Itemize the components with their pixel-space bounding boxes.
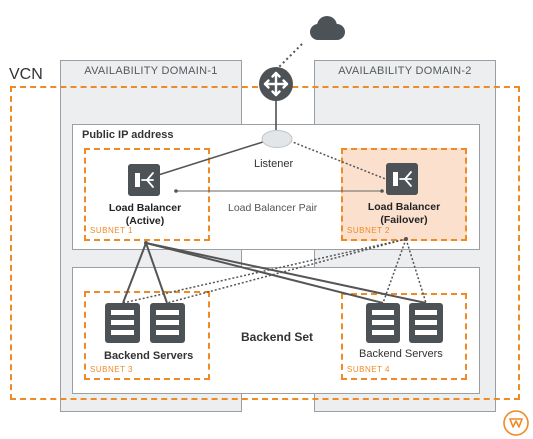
subnet-1: SUBNET 1: [84, 148, 210, 241]
active-junction-dot: [144, 241, 148, 245]
failover-to-right-server-1: [382, 238, 407, 304]
cloud-icon: [310, 16, 345, 40]
server-icon: [150, 303, 185, 343]
load-balancer-icon: [386, 163, 418, 195]
active-to-right-server-2: [145, 242, 427, 304]
subnet-4-label: SUBNET 4: [347, 365, 390, 374]
subnet-4: SUBNET 4: [341, 293, 467, 380]
backend-servers-right-label: Backend Servers: [359, 348, 443, 360]
availability-domain-1-label: AVAILABILITY DOMAIN-1: [84, 65, 218, 77]
failover-to-right-server-2: [405, 238, 427, 304]
lb-failover-role: (Failover): [380, 214, 428, 226]
subnet-1-label: SUBNET 1: [90, 226, 133, 235]
lb-pair-label: Load Balancer Pair: [228, 202, 318, 214]
lb-failover-label: Load Balancer (Failover): [351, 201, 457, 227]
gateway-icon: [503, 410, 529, 436]
subnet-3-label: SUBNET 3: [90, 365, 133, 374]
server-icon: [366, 303, 400, 343]
lb-active-label: Load Balancer (Active): [92, 202, 198, 228]
vcn-label: VCN: [9, 66, 43, 83]
availability-domain-2-label: AVAILABILITY DOMAIN-2: [338, 65, 472, 77]
listener-node: [261, 130, 293, 148]
active-to-right-server-1: [145, 242, 384, 304]
server-icon: [105, 303, 140, 343]
listener-label: Listener: [254, 158, 294, 170]
failover-to-left-server-2: [166, 238, 407, 304]
lb-failover-title: Load Balancer: [367, 201, 441, 213]
server-icon: [409, 303, 443, 343]
cloud-router-link: [275, 43, 303, 71]
subnet-2-label: SUBNET 2: [347, 226, 390, 235]
listener-failover-link: [289, 140, 389, 181]
lb-pair-dot-left: [174, 189, 178, 193]
backend-servers-left-label: Backend Servers: [104, 350, 194, 362]
failover-junction-dot: [404, 237, 408, 241]
backend-set-label: Backend Set: [241, 330, 314, 344]
active-to-left-server-1: [122, 242, 147, 304]
lb-active-role: (Active): [125, 215, 165, 227]
active-to-left-server-2: [145, 242, 168, 304]
listener-active-link: [151, 140, 267, 178]
subnet-3: SUBNET 3: [84, 291, 210, 380]
lb-active-title: Load Balancer: [108, 202, 182, 214]
load-balancer-icon: [128, 164, 160, 196]
lb-pair-dot-right: [380, 189, 384, 193]
router-icon: [259, 67, 293, 101]
public-ip-label: Public IP address: [82, 129, 174, 141]
failover-to-left-server-1: [122, 238, 407, 304]
